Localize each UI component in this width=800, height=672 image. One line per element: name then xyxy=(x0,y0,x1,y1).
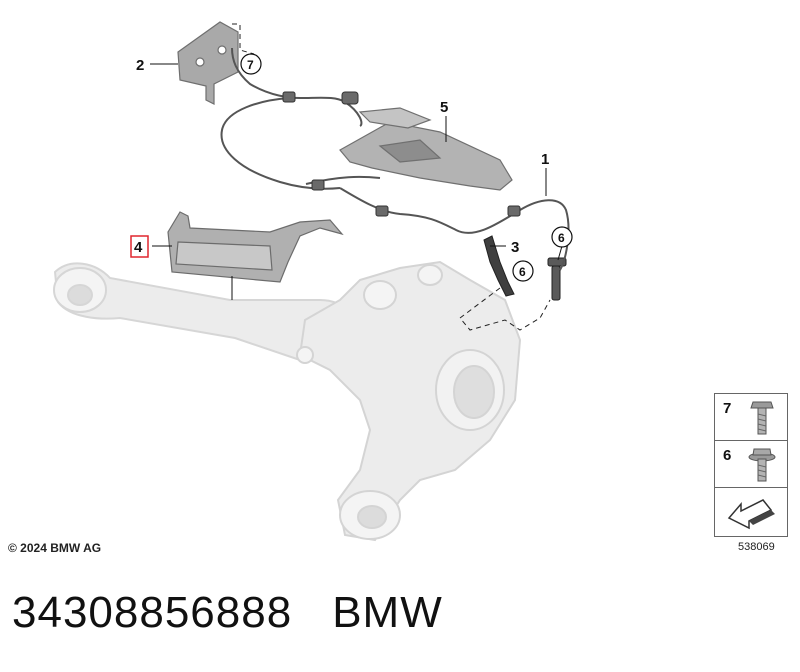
circle-callout-6-sensor: 6 xyxy=(551,226,573,248)
callout-4: 4 xyxy=(134,239,143,256)
bolt-icon xyxy=(750,401,774,435)
legend-item-7-label: 7 xyxy=(723,400,732,417)
part-number: 34308856888 xyxy=(12,588,293,637)
callout-6-sensor: 6 xyxy=(558,231,565,245)
arrow-icon xyxy=(727,499,775,530)
footer: 34308856888 BMW xyxy=(12,588,443,638)
legend-item-6-label: 6 xyxy=(723,447,732,464)
parts-diagram: 2 5 1 3 4 7 6 6 xyxy=(53,21,573,542)
holder-part-5 xyxy=(339,107,513,191)
flange-bolt-icon xyxy=(748,448,776,482)
assembly-dashed-lines xyxy=(232,23,551,331)
bracket-part-4 xyxy=(167,211,344,283)
control-arm-ghost xyxy=(53,262,355,362)
callout-3: 3 xyxy=(511,239,519,256)
sensor-bolt xyxy=(547,257,567,301)
circle-callout-6-clip: 6 xyxy=(512,260,534,282)
callout-1: 1 xyxy=(541,151,549,168)
diagram-number: 538069 xyxy=(738,541,775,553)
callout-7: 7 xyxy=(247,58,254,72)
brand-name: BMW xyxy=(332,588,443,637)
leader-lines xyxy=(150,63,563,300)
callout-5: 5 xyxy=(440,99,448,116)
legend-item-7: 7 xyxy=(715,394,787,441)
bracket-part-2 xyxy=(177,21,239,105)
legend-item-arrow xyxy=(715,488,787,536)
callout-2: 2 xyxy=(136,57,144,74)
legend-item-6: 6 xyxy=(715,441,787,488)
copyright-notice: © 2024 BMW AG xyxy=(8,541,102,555)
callout-6-clip: 6 xyxy=(519,265,526,279)
cable-grommets xyxy=(282,91,521,217)
circle-callout-7: 7 xyxy=(240,53,262,75)
clip-part-3 xyxy=(483,235,515,297)
fastener-legend: 7 6 xyxy=(714,393,788,537)
callout-4-highlight xyxy=(130,235,149,258)
wheel-carrier-ghost xyxy=(296,260,522,542)
